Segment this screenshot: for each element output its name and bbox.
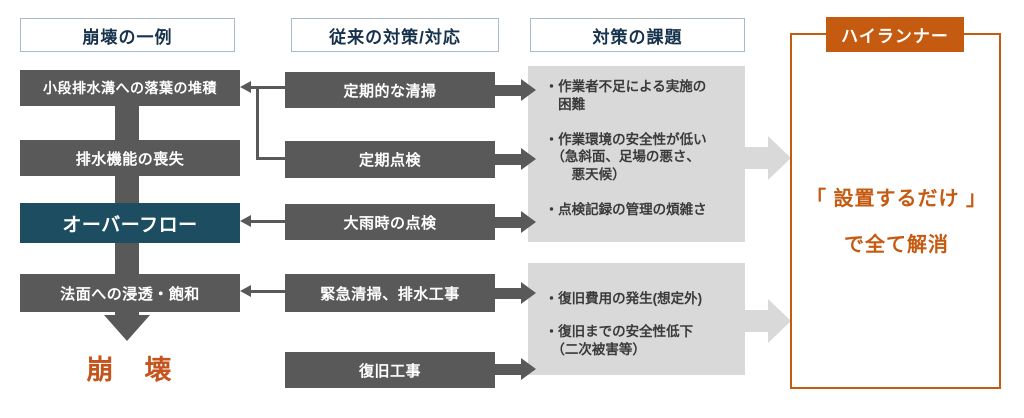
issue-list: ・作業者不足による実施の 困難 ・作業環境の安全性が低い （急斜面、足場の悪さ、… (542, 78, 735, 219)
flow-box-label: 小段排水溝への落葉の堆積 (43, 80, 217, 96)
column-header-label: 崩壊の一例 (82, 27, 173, 47)
flow-box-label: オーバーフロー (62, 214, 198, 236)
solution-box (790, 33, 1001, 389)
left-arrow-icon (240, 285, 251, 297)
flow-box-label: 法面への浸透・飽和 (60, 285, 200, 303)
issue-item: ・点検記録の管理の煩雑さ (544, 202, 707, 218)
measure-box-heavy-rain-inspection: 大雨時の点検 (285, 204, 495, 240)
issue-item: ・復旧費用の発生(想定外) (544, 291, 703, 306)
flow-box-slope-saturation: 法面への浸透・飽和 (20, 274, 240, 312)
big-right-arrow-icon (768, 136, 791, 180)
issue-item: ・作業者不足による実施の 困難 (544, 79, 707, 112)
column-header-conventional-measures: 従来の対策/対応 (291, 18, 499, 52)
right-arrow-icon (495, 154, 521, 165)
connector-line (251, 86, 285, 89)
right-arrow-icon (495, 364, 521, 375)
right-arrow-icon (521, 358, 536, 380)
column-header-label: 従来の対策/対応 (329, 27, 461, 47)
issue-item: ・作業環境の安全性が低い （急斜面、足場の悪さ、 悪天候） (544, 131, 707, 183)
column-header-label: 対策の課題 (592, 27, 683, 47)
measure-box-label: 定期的な清掃 (343, 82, 437, 100)
measure-box-label: 大雨時の点検 (343, 214, 437, 232)
left-arrow-icon (240, 215, 251, 227)
right-arrow-icon (521, 79, 536, 101)
down-arrow-icon (104, 315, 150, 341)
flow-box-drainage-loss: 排水機能の喪失 (20, 140, 240, 176)
issue-panel-inspection: ・作業者不足による実施の 困難 ・作業環境の安全性が低い （急斜面、足場の悪さ、… (528, 66, 745, 242)
right-arrow-icon (521, 148, 536, 170)
big-right-arrow-icon (745, 310, 768, 332)
issue-list: ・復旧費用の発生(想定外) ・復旧までの安全性低下 （二次被害等） (542, 290, 735, 358)
measure-box-label: 定期点検 (358, 152, 421, 169)
right-arrow-icon (521, 211, 536, 233)
right-arrow-icon (495, 85, 521, 96)
measure-box-label: 緊急清掃、排水工事 (320, 285, 460, 303)
solution-text-line1: 「 設置するだけ 」 (805, 188, 988, 210)
column-header-collapse-example: 崩壊の一例 (20, 18, 235, 52)
connector-line (251, 290, 285, 293)
connector-line (256, 157, 285, 160)
collapse-result-label: 崩 壊 (86, 355, 174, 385)
right-arrow-icon (495, 217, 521, 228)
big-right-arrow-icon (745, 147, 768, 169)
solution-tab-label: ハイランナー (841, 27, 949, 46)
measure-box-regular-inspection: 定期点検 (285, 141, 495, 178)
right-arrow-icon (521, 282, 536, 304)
measure-box-regular-cleaning: 定期的な清掃 (285, 72, 495, 108)
measure-box-restoration-work: 復旧工事 (285, 352, 495, 388)
flow-box-overflow: オーバーフロー (20, 203, 240, 243)
right-arrow-icon (495, 288, 521, 299)
column-header-measure-issues: 対策の課題 (530, 18, 745, 52)
left-arrow-icon (240, 81, 251, 93)
issue-item: ・復旧までの安全性低下 （二次被害等） (544, 323, 694, 357)
solution-tab: ハイランナー (826, 17, 964, 52)
issue-panel-restoration: ・復旧費用の発生(想定外) ・復旧までの安全性低下 （二次被害等） (528, 263, 745, 375)
flow-box-leaf-accumulation: 小段排水溝への落葉の堆積 (20, 70, 240, 106)
flow-box-label: 排水機能の喪失 (75, 150, 185, 168)
measure-box-label: 復旧工事 (358, 362, 421, 380)
connector-line (251, 220, 285, 223)
measure-box-emergency-cleaning: 緊急清掃、排水工事 (285, 274, 495, 312)
big-right-arrow-icon (768, 299, 791, 343)
connector-line (256, 86, 259, 160)
solution-text-line2: で全て解消 (844, 234, 949, 256)
